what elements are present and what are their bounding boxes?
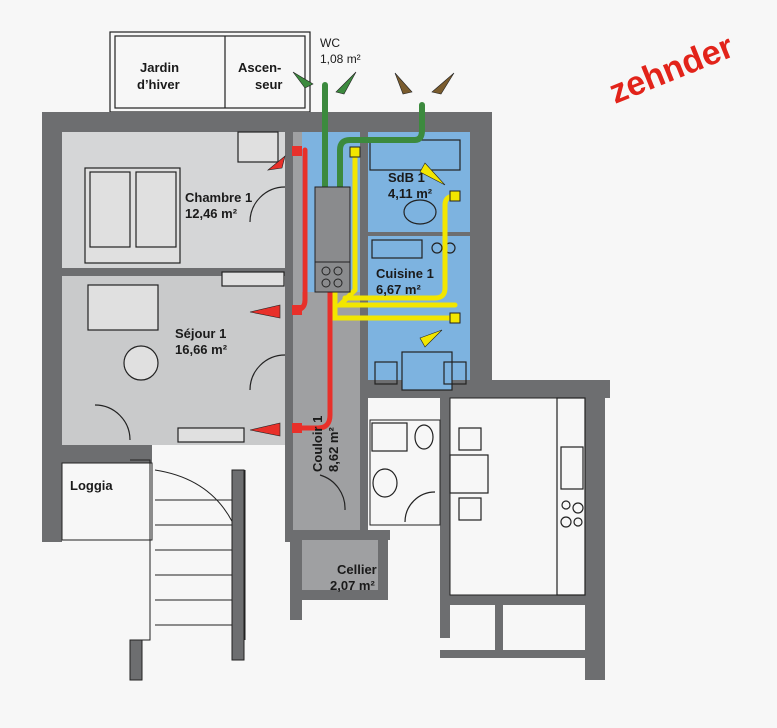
label-loggia: Loggia xyxy=(70,478,113,493)
airflow-arrows xyxy=(249,71,455,437)
walls xyxy=(42,112,610,680)
ventilation-unit xyxy=(314,186,351,293)
exhaust-arrow-icon xyxy=(394,72,413,95)
extract-arrow-icon xyxy=(419,162,446,186)
furniture xyxy=(84,131,586,596)
supply-arrow-icon xyxy=(249,422,281,437)
ventilation-ducts xyxy=(292,82,461,433)
supply-arrow-icon xyxy=(266,155,286,171)
outdoor-air-arrow-icon xyxy=(292,71,314,89)
supply-arrow-icon xyxy=(249,304,281,319)
room-cellier xyxy=(302,540,378,590)
staircase xyxy=(129,459,246,681)
room-bath-lower xyxy=(369,419,441,526)
zehnder-logo: zehnder xyxy=(604,27,739,111)
room-loggia xyxy=(61,462,153,541)
label-couloir: Couloir 18,62 m² xyxy=(310,416,341,472)
extract-arrow-icon xyxy=(419,329,443,348)
label-ascenseur: Ascen-seur xyxy=(238,60,282,92)
exhaust-arrow-icon xyxy=(431,72,455,95)
room-sdb xyxy=(368,132,470,232)
outdoor-air-arrow-icon xyxy=(335,71,357,95)
room-kitchen-lower xyxy=(449,397,586,596)
